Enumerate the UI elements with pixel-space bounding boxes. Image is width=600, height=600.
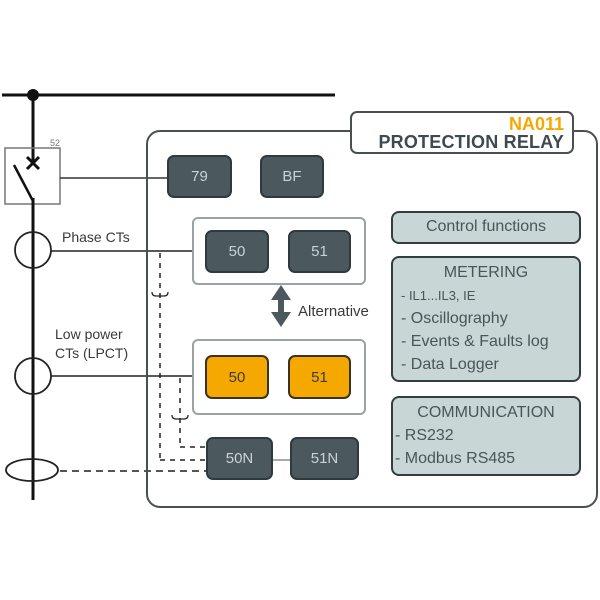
core-balance-ct-symbol bbox=[5, 458, 59, 482]
function-51-lpct[interactable]: 51 bbox=[288, 355, 351, 399]
function-50-phase[interactable]: 50 bbox=[205, 230, 269, 273]
control-functions-title: Control functions bbox=[425, 218, 547, 235]
relay-title-box: NA011 PROTECTION RELAY bbox=[350, 111, 574, 154]
function-50-lpct[interactable]: 50 bbox=[205, 355, 269, 399]
function-51n-earth[interactable]: 51N bbox=[290, 437, 359, 480]
lpct-label-line2: CTs (LPCT) bbox=[55, 345, 129, 361]
function-51-phase[interactable]: 51 bbox=[288, 230, 351, 273]
control-functions-panel: Control functions bbox=[391, 211, 581, 244]
communication-panel: COMMUNICATION - RS232 - Modbus RS485 bbox=[391, 396, 581, 476]
relay-model: NA011 bbox=[508, 114, 564, 134]
communication-item: - Modbus RS485 bbox=[395, 450, 516, 467]
communication-title: COMMUNICATION bbox=[417, 404, 555, 421]
function-bf-breaker-failure[interactable]: BF bbox=[260, 155, 324, 198]
metering-panel: METERING - IL1...IL3, IE - Oscillography… bbox=[391, 256, 581, 382]
crossover-hop bbox=[151, 291, 169, 297]
function-50n-earth[interactable]: 50N bbox=[206, 437, 273, 480]
phase-ct-symbol bbox=[14, 231, 52, 269]
relay-name: PROTECTION RELAY bbox=[378, 132, 564, 152]
alternative-label: Alternative bbox=[298, 303, 369, 320]
lpct-label-line1: Low power bbox=[55, 326, 123, 342]
breaker-switch-blade bbox=[12, 164, 35, 202]
function-79-reclose[interactable]: 79 bbox=[167, 155, 232, 198]
metering-item: - Events & Faults log bbox=[401, 333, 549, 350]
metering-title: METERING bbox=[443, 264, 529, 281]
metering-item: - Oscillography bbox=[401, 310, 508, 327]
phase-cts-label: Phase CTs bbox=[62, 229, 130, 245]
alternative-arrow-icon bbox=[271, 285, 291, 327]
breaker-label: 52 bbox=[50, 138, 61, 148]
metering-item: - Data Logger bbox=[401, 356, 499, 373]
communication-item: - RS232 bbox=[395, 427, 454, 444]
metering-item: - IL1...IL3, IE bbox=[401, 288, 476, 303]
